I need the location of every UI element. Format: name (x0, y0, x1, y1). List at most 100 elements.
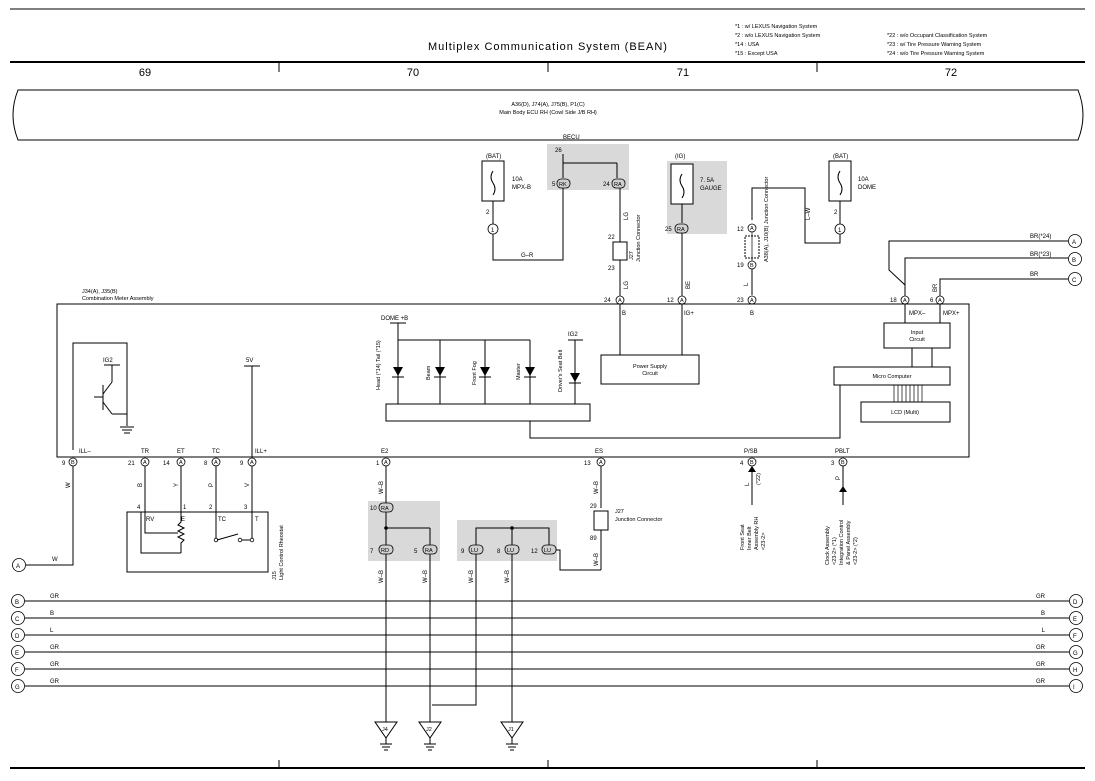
svg-text:9: 9 (62, 461, 66, 467)
svg-text:W: W (52, 557, 58, 563)
svg-text:B: B (750, 263, 754, 269)
bus-wire-color-right: GR (1036, 645, 1046, 651)
svg-text:TC: TC (218, 517, 227, 523)
svg-text:Clock Assembly: Clock Assembly (825, 526, 831, 565)
svg-text:23: 23 (608, 266, 615, 272)
svg-text:Inner Belt: Inner Belt (747, 526, 753, 550)
svg-text:A: A (143, 460, 147, 466)
svg-text:B: B (71, 460, 75, 466)
svg-text:Driver's Seat Belt: Driver's Seat Belt (558, 349, 564, 392)
svg-text:*2 : w/o LEXUS Navigation Syst: *2 : w/o LEXUS Navigation System (735, 33, 821, 39)
bus-wire-color-left: GR (50, 645, 60, 651)
svg-text:*1 : w/ LEXUS Navigation Syste: *1 : w/ LEXUS Navigation System (735, 24, 818, 30)
bus-ref-right (1069, 679, 1083, 693)
svg-text:A38(A), J10(B) Junction Connec: A38(A), J10(B) Junction Connector (764, 177, 770, 262)
bus-ref-left (11, 645, 25, 659)
wire-l-w (751, 187, 841, 244)
bus-wire-color-left: GR (50, 662, 60, 668)
svg-text:& Panel Assembly: & Panel Assembly (846, 520, 852, 565)
svg-text:12: 12 (737, 227, 744, 233)
svg-text:1: 1 (838, 228, 842, 234)
svg-text:19: 19 (737, 263, 744, 269)
svg-text:IG+: IG+ (684, 311, 694, 317)
bus-ref-left (11, 662, 25, 676)
becu-label: BECU (563, 135, 580, 141)
svg-text:Front Seat: Front Seat (740, 524, 746, 550)
wire-g-r (492, 188, 564, 261)
svg-text:2: 2 (209, 505, 213, 511)
bus-ref-right (1069, 594, 1083, 608)
bus-wire-color-right: GR (1036, 662, 1046, 668)
bus-ref-left (11, 628, 25, 642)
svg-text:<23-2> (*1): <23-2> (*1) (832, 537, 838, 565)
bus-ref-letter: D (1073, 600, 1078, 606)
svg-text:TR: TR (141, 449, 150, 455)
svg-text:MPX-B: MPX-B (512, 185, 531, 191)
svg-text:7. 5A: 7. 5A (700, 178, 714, 184)
main-body-ecu-band (12, 89, 1084, 141)
ref-right-b: B (1068, 252, 1082, 266)
svg-text:2: 2 (486, 210, 490, 216)
svg-text:3: 3 (244, 505, 248, 511)
svg-text:W–B: W–B (379, 481, 385, 494)
svg-text:A: A (16, 564, 20, 570)
svg-text:GAUGE: GAUGE (700, 186, 722, 192)
svg-text:6: 6 (930, 298, 934, 304)
lcd-bus (893, 385, 923, 402)
svg-text:J15: J15 (272, 571, 278, 580)
micro-computer (833, 366, 951, 386)
bus-wire-color-right: B (1041, 611, 1045, 617)
svg-text:W–B: W–B (594, 481, 600, 494)
bus-wire-color-left: L (50, 628, 54, 634)
e3-splice-shade (457, 520, 557, 561)
svg-text:A: A (1072, 240, 1076, 246)
combination-meter-box (56, 303, 970, 458)
svg-text:<23-2> (*2): <23-2> (*2) (853, 537, 859, 565)
svg-text:IG2: IG2 (103, 358, 113, 364)
svg-text:7: 7 (370, 549, 374, 555)
svg-text:9: 9 (461, 549, 465, 555)
svg-text:DOME +B: DOME +B (381, 316, 408, 322)
svg-text:J27: J27 (629, 251, 635, 260)
svg-text:*14 : USA: *14 : USA (735, 42, 759, 48)
svg-text:DOME: DOME (858, 185, 876, 191)
svg-text:10: 10 (370, 506, 377, 512)
zone-72: 72 (945, 67, 957, 79)
svg-text:25: 25 (665, 227, 672, 233)
svg-text:21: 21 (128, 461, 135, 467)
svg-text:4: 4 (137, 505, 141, 511)
psb-destination: Front Seat Inner Belt Assembly RH <23-2> (740, 517, 767, 550)
bus-ref-letter: H (1073, 668, 1077, 674)
svg-text:A: A (384, 460, 388, 466)
svg-text:2: 2 (834, 210, 838, 216)
svg-text:A: A (618, 298, 622, 304)
meter-line1: J34(A), J35(B) (82, 289, 118, 295)
svg-text:P: P (836, 476, 842, 480)
svg-text:L: L (744, 282, 750, 286)
svg-text:Circuit: Circuit (642, 371, 658, 377)
svg-text:J2: J2 (426, 727, 432, 733)
svg-text:IG2: IG2 (568, 332, 578, 338)
svg-text:B: B (750, 460, 754, 466)
svg-text:5: 5 (414, 549, 418, 555)
svg-text:A: A (903, 298, 907, 304)
svg-text:1: 1 (376, 461, 380, 467)
svg-text:Head (*14) Tail (*15): Head (*14) Tail (*15) (376, 340, 382, 390)
bus-ref-letter: G (15, 685, 20, 691)
ground-internal (120, 426, 134, 434)
svg-text:13: 13 (584, 461, 591, 467)
wire-br-24 (888, 240, 1068, 296)
rheostat-switch (216, 533, 239, 541)
lamp-bus-wire (529, 385, 841, 439)
svg-text:A: A (179, 460, 183, 466)
svg-text:Junction Connector: Junction Connector (636, 214, 642, 262)
svg-text:Power Supply: Power Supply (633, 364, 667, 370)
zone-69: 69 (139, 67, 151, 79)
svg-text:*24 : w/o Tire Pressure Warnin: *24 : w/o Tire Pressure Warning System (887, 51, 985, 57)
ill-minus-internal (72, 342, 128, 450)
